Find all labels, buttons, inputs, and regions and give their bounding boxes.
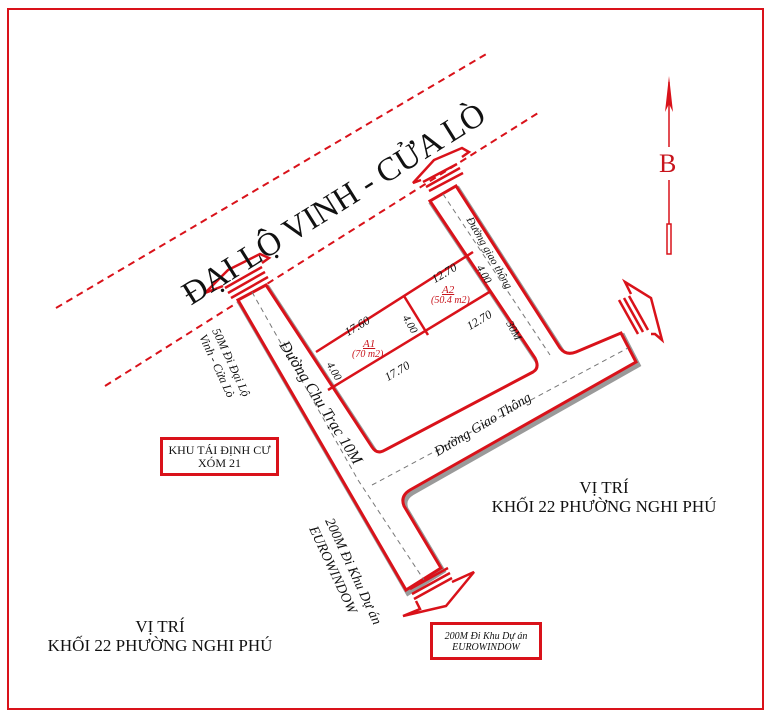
road-network xyxy=(235,183,642,597)
lot-block xyxy=(315,250,492,392)
location-right-line2: KHỐI 22 PHƯỜNG NGHI PHÚ xyxy=(491,497,717,516)
lot-a2-area: (50.4 m2) xyxy=(431,295,470,306)
lot-a1-area: (70 m2) xyxy=(352,349,384,360)
compass-label: B xyxy=(659,149,677,178)
road-end-arrow-north xyxy=(412,146,472,193)
eurowindow-box: 200M Đi Khu Dự án EUROWINDOW xyxy=(430,622,542,660)
location-left-line2: KHỐI 22 PHƯỜNG NGHI PHÚ xyxy=(47,636,273,655)
road-end-arrow-east xyxy=(617,278,665,344)
resettlement-area-line2: XÓM 21 xyxy=(197,456,241,470)
location-right-line1: VỊ TRÍ xyxy=(579,478,629,497)
location-label-left: VỊ TRÍ KHỐI 22 PHƯỜNG NGHI PHÚ xyxy=(25,617,295,655)
road-end-arrow-northwest xyxy=(204,252,272,300)
eurowindow-box-line2: EUROWINDOW xyxy=(452,642,520,653)
resettlement-area-box: KHU TÁI ĐỊNH CƯ XÓM 21 xyxy=(160,437,279,476)
location-label-right: VỊ TRÍ KHỐI 22 PHƯỜNG NGHI PHÚ xyxy=(470,478,738,516)
eurowindow-box-line1: 200M Đi Khu Dự án xyxy=(444,631,528,642)
road-end-arrow-south xyxy=(402,566,475,618)
lot-a1-name: A1 xyxy=(363,338,376,350)
location-left-line1: VỊ TRÍ xyxy=(135,617,185,636)
main-road-edge-bottom xyxy=(104,112,539,387)
resettlement-area-line1: KHU TÁI ĐỊNH CƯ xyxy=(168,443,271,457)
lot-a2-name: A2 xyxy=(442,284,455,296)
north-arrow-icon xyxy=(665,76,673,255)
frame-border xyxy=(7,8,764,710)
